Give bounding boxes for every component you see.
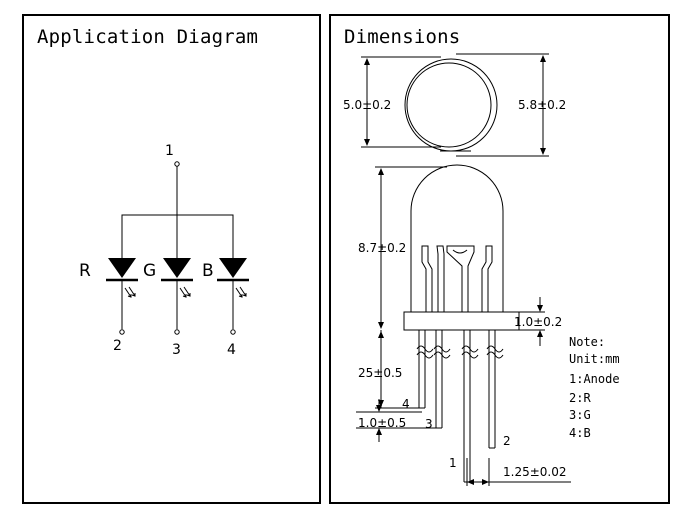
- blue-led-diode-symbol: [219, 258, 247, 278]
- anode-bus: [121, 214, 234, 264]
- body-height-label: 8.7±0.2: [358, 241, 406, 255]
- pin-2-label: 2: [113, 338, 122, 354]
- led-body-outline: [410, 164, 504, 312]
- lead-break-marks: [416, 345, 504, 359]
- lead-width-dimension: [466, 458, 571, 486]
- lead-number-4: 4: [402, 397, 410, 411]
- blue-led: 4 B: [202, 258, 249, 358]
- green-light-arrows-icon: [179, 286, 191, 298]
- led-side-view: [403, 164, 520, 483]
- lead-width-label: 1.25±0.02: [503, 465, 567, 479]
- application-diagram-panel: Application Diagram 1 2 R: [22, 14, 321, 504]
- red-led: 2 R: [79, 258, 138, 354]
- led-outer-rim: [404, 58, 498, 152]
- pin-1-terminal: [174, 161, 180, 167]
- note-title: Note:: [569, 335, 605, 349]
- dimensions-panel: Dimensions 5.0±0.2 5.8±0.2: [329, 14, 670, 504]
- led-top-view: [404, 58, 498, 152]
- lead-number-1: 1: [449, 456, 457, 470]
- pin-4-label: 4: [227, 342, 236, 358]
- flange-thickness-dimension: [519, 297, 545, 346]
- red-light-arrows-icon: [124, 286, 136, 298]
- blue-label: B: [202, 261, 214, 281]
- outer-diameter-label: 5.8±0.2: [518, 98, 566, 112]
- outer-diameter-dimension: [456, 53, 549, 157]
- lead-pitch-dimension: [356, 399, 439, 442]
- red-led-diode-symbol: [108, 258, 136, 278]
- led-inner-lens: [406, 62, 492, 148]
- lead-length-label: 25±0.5: [358, 366, 402, 380]
- note-pin-3: 3:G: [569, 408, 591, 422]
- inner-diameter-label: 5.0±0.2: [343, 98, 391, 112]
- lead-frame-3: [436, 245, 445, 312]
- lead-number-3: 3: [425, 417, 433, 431]
- pin-3-terminal: [174, 329, 180, 335]
- note-pin-1: 1:Anode: [569, 372, 620, 386]
- led-dimension-drawing: 5.0±0.2 5.8±0.2: [343, 53, 620, 486]
- pin-1-label: 1: [165, 143, 174, 159]
- green-led: 3 G: [143, 258, 193, 358]
- pin-4-terminal: [230, 329, 236, 335]
- inner-diameter-dimension: [361, 56, 441, 148]
- application-diagram-title: Application Diagram: [37, 26, 259, 48]
- rgb-led-schematic: 1 2 R 3 G: [79, 143, 249, 358]
- note-block: Note: Unit:mm 1:Anode 2:R 3:G 4:B: [569, 335, 620, 440]
- lead-number-2: 2: [503, 434, 511, 448]
- die-cup: [452, 249, 468, 254]
- body-height-dimension: [375, 166, 447, 329]
- lead-frame-1: [446, 245, 475, 312]
- dimensions-title: Dimensions: [344, 26, 461, 48]
- lead-frame-2: [481, 245, 493, 312]
- pin-2-terminal: [119, 329, 125, 335]
- note-pin-2: 2:R: [569, 391, 591, 405]
- red-label: R: [79, 261, 91, 281]
- note-pin-4: 4:B: [569, 426, 591, 440]
- lead-pitch-label: 1.0±0.5: [358, 416, 406, 430]
- pin-3-label: 3: [172, 342, 181, 358]
- flange-thickness-label: 1.0±0.2: [514, 315, 562, 329]
- green-led-diode-symbol: [163, 258, 191, 278]
- lead-frame-4: [421, 245, 433, 312]
- note-unit: Unit:mm: [569, 352, 620, 366]
- led-flange: [403, 311, 520, 331]
- blue-light-arrows-icon: [235, 286, 247, 298]
- green-label: G: [143, 261, 156, 281]
